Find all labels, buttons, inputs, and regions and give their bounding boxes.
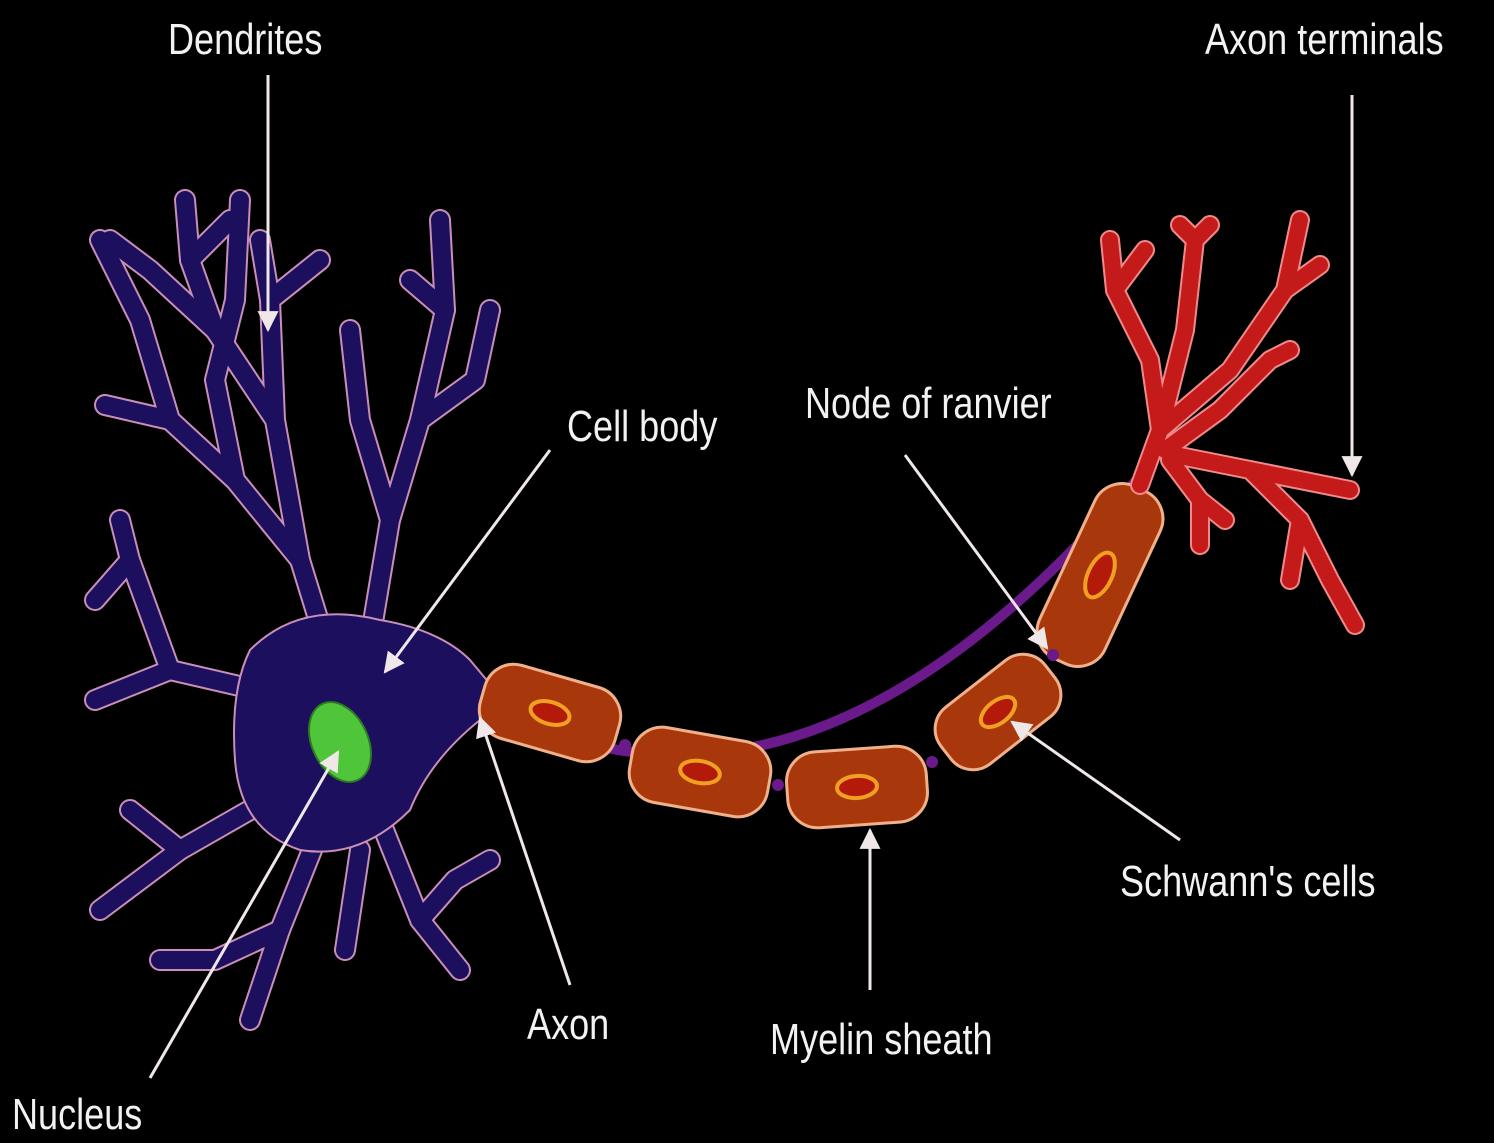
axon-label: Axon — [527, 1003, 609, 1047]
myelin-sheath — [472, 474, 1173, 830]
schwanns-cells-label: Schwann's cells — [1120, 860, 1376, 904]
cell-body-label: Cell body — [567, 405, 717, 449]
axon-terminals-label: Axon terminals — [1205, 18, 1444, 62]
schwann-cell — [785, 744, 930, 830]
node-of-ranvier-arrow — [905, 455, 1047, 648]
schwann-cell — [472, 657, 628, 769]
node-of-ranvier-label: Node of ranvier — [805, 382, 1052, 426]
dendrites-label: Dendrites — [168, 18, 322, 62]
myelin-sheath-label: Myelin sheath — [770, 1018, 993, 1062]
nucleus-label: Nucleus — [12, 1093, 142, 1137]
axon-terminals — [1110, 220, 1355, 625]
schwann-cell — [624, 722, 775, 821]
schwanns-cells-arrow — [1012, 722, 1180, 840]
